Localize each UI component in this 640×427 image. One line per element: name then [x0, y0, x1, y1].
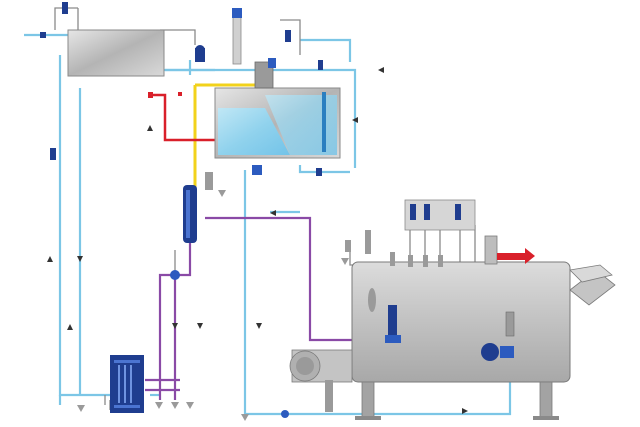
hot-sensor — [178, 92, 182, 96]
flow-arrow-up — [147, 125, 153, 131]
flow-arrows — [47, 67, 468, 414]
level-controller — [385, 305, 401, 343]
flow-arrow-down — [77, 256, 83, 262]
flow-arrow-left — [378, 67, 384, 73]
flow-arrow-up — [67, 324, 73, 330]
flow-arrow-left — [270, 210, 276, 216]
flow-arrow-down — [172, 323, 178, 329]
hot-valve — [148, 92, 153, 98]
flow-arrow-down — [256, 323, 262, 329]
feed-pump — [481, 311, 515, 361]
flow-arrow-down — [197, 323, 203, 329]
heat-exchanger — [110, 355, 144, 413]
control-panel — [404, 199, 476, 231]
steam-boiler — [351, 261, 571, 420]
vent-stack — [232, 13, 242, 65]
flow-arrow-up — [47, 256, 53, 262]
blowdown-lines — [145, 216, 390, 400]
flow-arrow-right — [462, 408, 468, 414]
burner — [289, 349, 353, 383]
valves-instruments — [40, 2, 443, 418]
flue-gas-duct — [569, 264, 616, 306]
steam-outlet — [484, 235, 535, 265]
drain-funnels — [77, 190, 349, 421]
blowdown-separator — [183, 185, 197, 243]
hot-lines — [150, 93, 225, 142]
condensate-tank — [67, 29, 165, 77]
feedwater-tank — [214, 61, 341, 159]
flow-arrow-left — [352, 117, 358, 123]
